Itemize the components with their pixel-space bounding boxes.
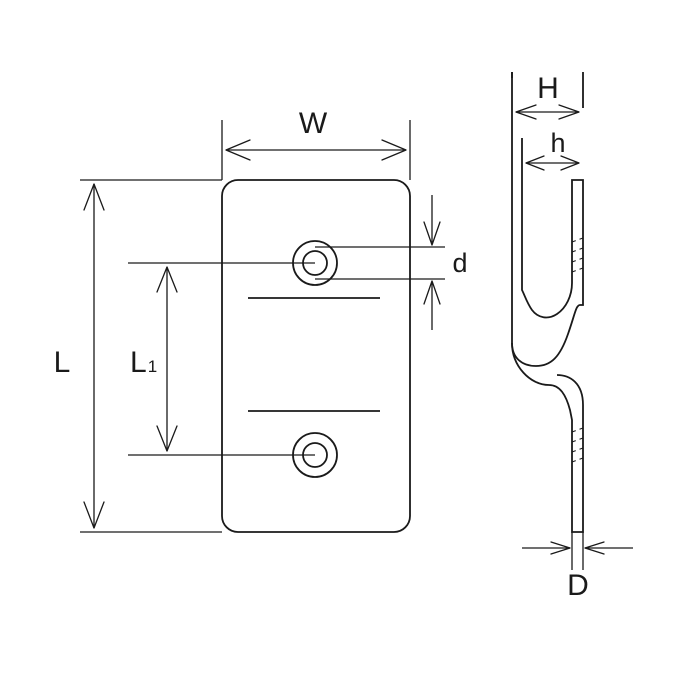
height-label: H <box>537 72 559 105</box>
thickness-dimension: D <box>522 541 633 602</box>
plate-outline <box>221 179 411 533</box>
width-label: W <box>299 107 328 140</box>
length-label: L <box>54 346 71 379</box>
inner-height-dimension: h <box>525 128 580 171</box>
side-view <box>511 72 584 570</box>
length-dimension: L <box>54 179 222 533</box>
front-view <box>221 179 411 533</box>
hole-diameter-label: d <box>452 248 467 278</box>
width-dimension: W <box>221 107 411 180</box>
hole-pitch-label: L1 <box>130 346 157 379</box>
side-profile-outer <box>511 72 584 367</box>
hole-diameter-dimension: d <box>315 195 468 330</box>
hole-pitch-dimension: L1 <box>128 262 315 456</box>
thickness-label: D <box>567 569 589 602</box>
height-dimension: H <box>515 72 580 120</box>
inner-height-label: h <box>550 128 565 158</box>
